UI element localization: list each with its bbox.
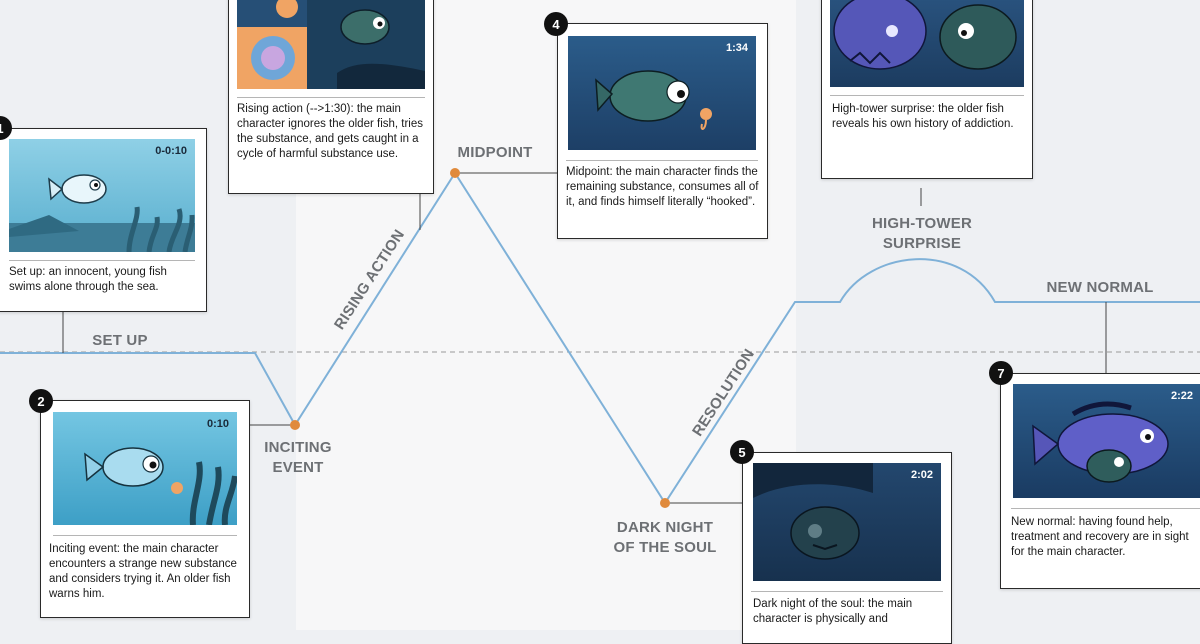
thumbnail-6 <box>830 0 1024 87</box>
badge-5: 5 <box>730 440 754 464</box>
stage-label-dark-night: DARK NIGHT OF THE SOUL <box>613 519 717 556</box>
caption-4: Midpoint: the main character finds the r… <box>566 166 759 208</box>
story-card-2: 0:10 Inciting event: the main character … <box>40 400 250 618</box>
thumbnail-1: 0-0:10 <box>9 139 195 252</box>
caption-2: Inciting event: the main character encou… <box>49 543 237 600</box>
timestamp-2: 0:10 <box>206 418 229 430</box>
timestamp-4: 1:34 <box>725 42 748 54</box>
caption-6: High-tower surprise: the older fish reve… <box>832 103 1014 130</box>
timestamp-5: 2:02 <box>910 469 933 481</box>
stage-label-set-up: SET UP <box>92 332 148 349</box>
thumbnail-2: 0:10 <box>53 412 237 525</box>
stage-label-inciting-event: INCITING EVENT <box>264 439 332 476</box>
point-midpoint <box>450 168 460 178</box>
point-dark-night <box>660 498 670 508</box>
story-card-6: High-tower surprise: the older fish reve… <box>821 0 1033 179</box>
timestamp-1: 0-0:10 <box>155 145 187 157</box>
badge-7: 7 <box>989 361 1013 385</box>
caption-1: Set up: an innocent, young fish swims al… <box>9 266 167 293</box>
caption-7: New normal: having found help, treatment… <box>1011 516 1189 558</box>
story-card-7: 2:22 New normal: having found help, trea… <box>1000 373 1200 589</box>
thumbnail-5: 2:02 <box>753 463 941 581</box>
thumbnail-4: 1:34 <box>568 36 756 150</box>
badge-1: 1 <box>0 116 12 140</box>
stage-label-high-tower: HIGH-TOWER SURPRISE <box>871 215 973 252</box>
caption-3: Rising action (-->1:30): the main charac… <box>237 103 424 160</box>
point-inciting <box>290 420 300 430</box>
story-card-3: Rising action (-->1:30): the main charac… <box>228 0 434 194</box>
thumbnail-3 <box>237 0 425 89</box>
caption-5: Dark night of the soul: the main charact… <box>753 598 913 625</box>
story-arc-diagram <box>0 168 1200 508</box>
story-card-1: 0-0:10 Set up: an innocent, young fish s… <box>0 128 207 312</box>
stage-label-new-normal: NEW NORMAL <box>1046 279 1154 296</box>
stage-label-midpoint: MIDPOINT <box>457 144 533 161</box>
timestamp-7: 2:22 <box>1170 390 1193 402</box>
badge-2: 2 <box>29 389 53 413</box>
story-card-5: 2:02 Dark night of the soul: the main ch… <box>742 452 952 644</box>
story-card-4: 1:34 Midpoint: the main character finds … <box>557 23 768 239</box>
thumbnail-7: 2:22 <box>1013 384 1200 498</box>
badge-4: 4 <box>544 12 568 36</box>
